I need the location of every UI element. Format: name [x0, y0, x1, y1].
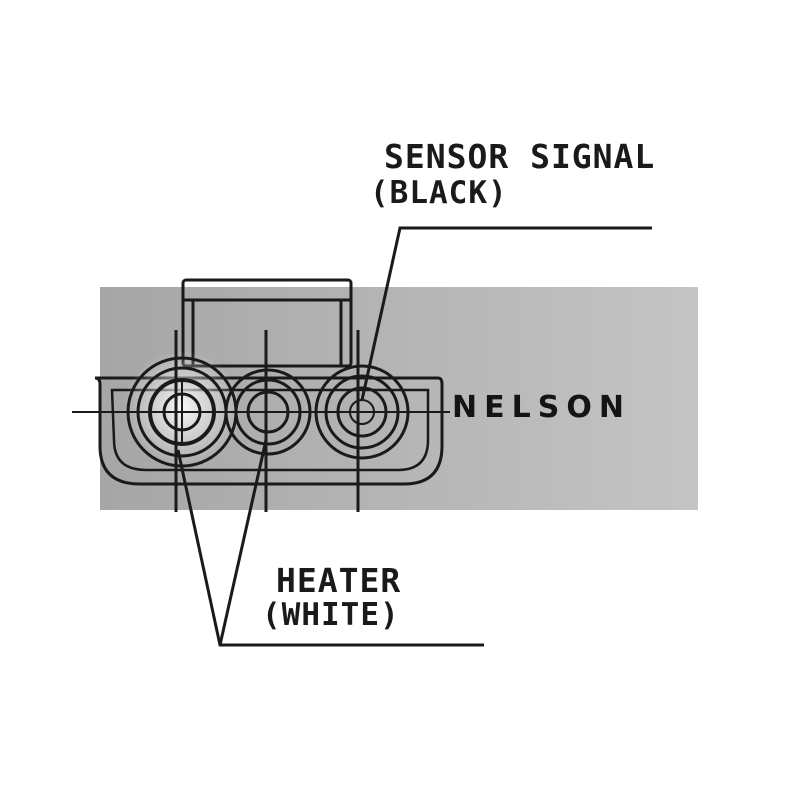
pin-guide-lines — [174, 330, 360, 512]
heater-label: HEATER — [276, 561, 402, 600]
sensor-signal-label: SENSOR SIGNAL — [384, 137, 656, 176]
connector-body — [94, 376, 444, 486]
sensor-signal-color-label: (BLACK) — [370, 175, 508, 211]
heater-color-label: (WHITE) — [262, 597, 400, 633]
heater-leader-2 — [218, 439, 268, 646]
sensor-signal-leader — [360, 226, 652, 401]
brand-logo-text: NELSON — [452, 390, 631, 425]
